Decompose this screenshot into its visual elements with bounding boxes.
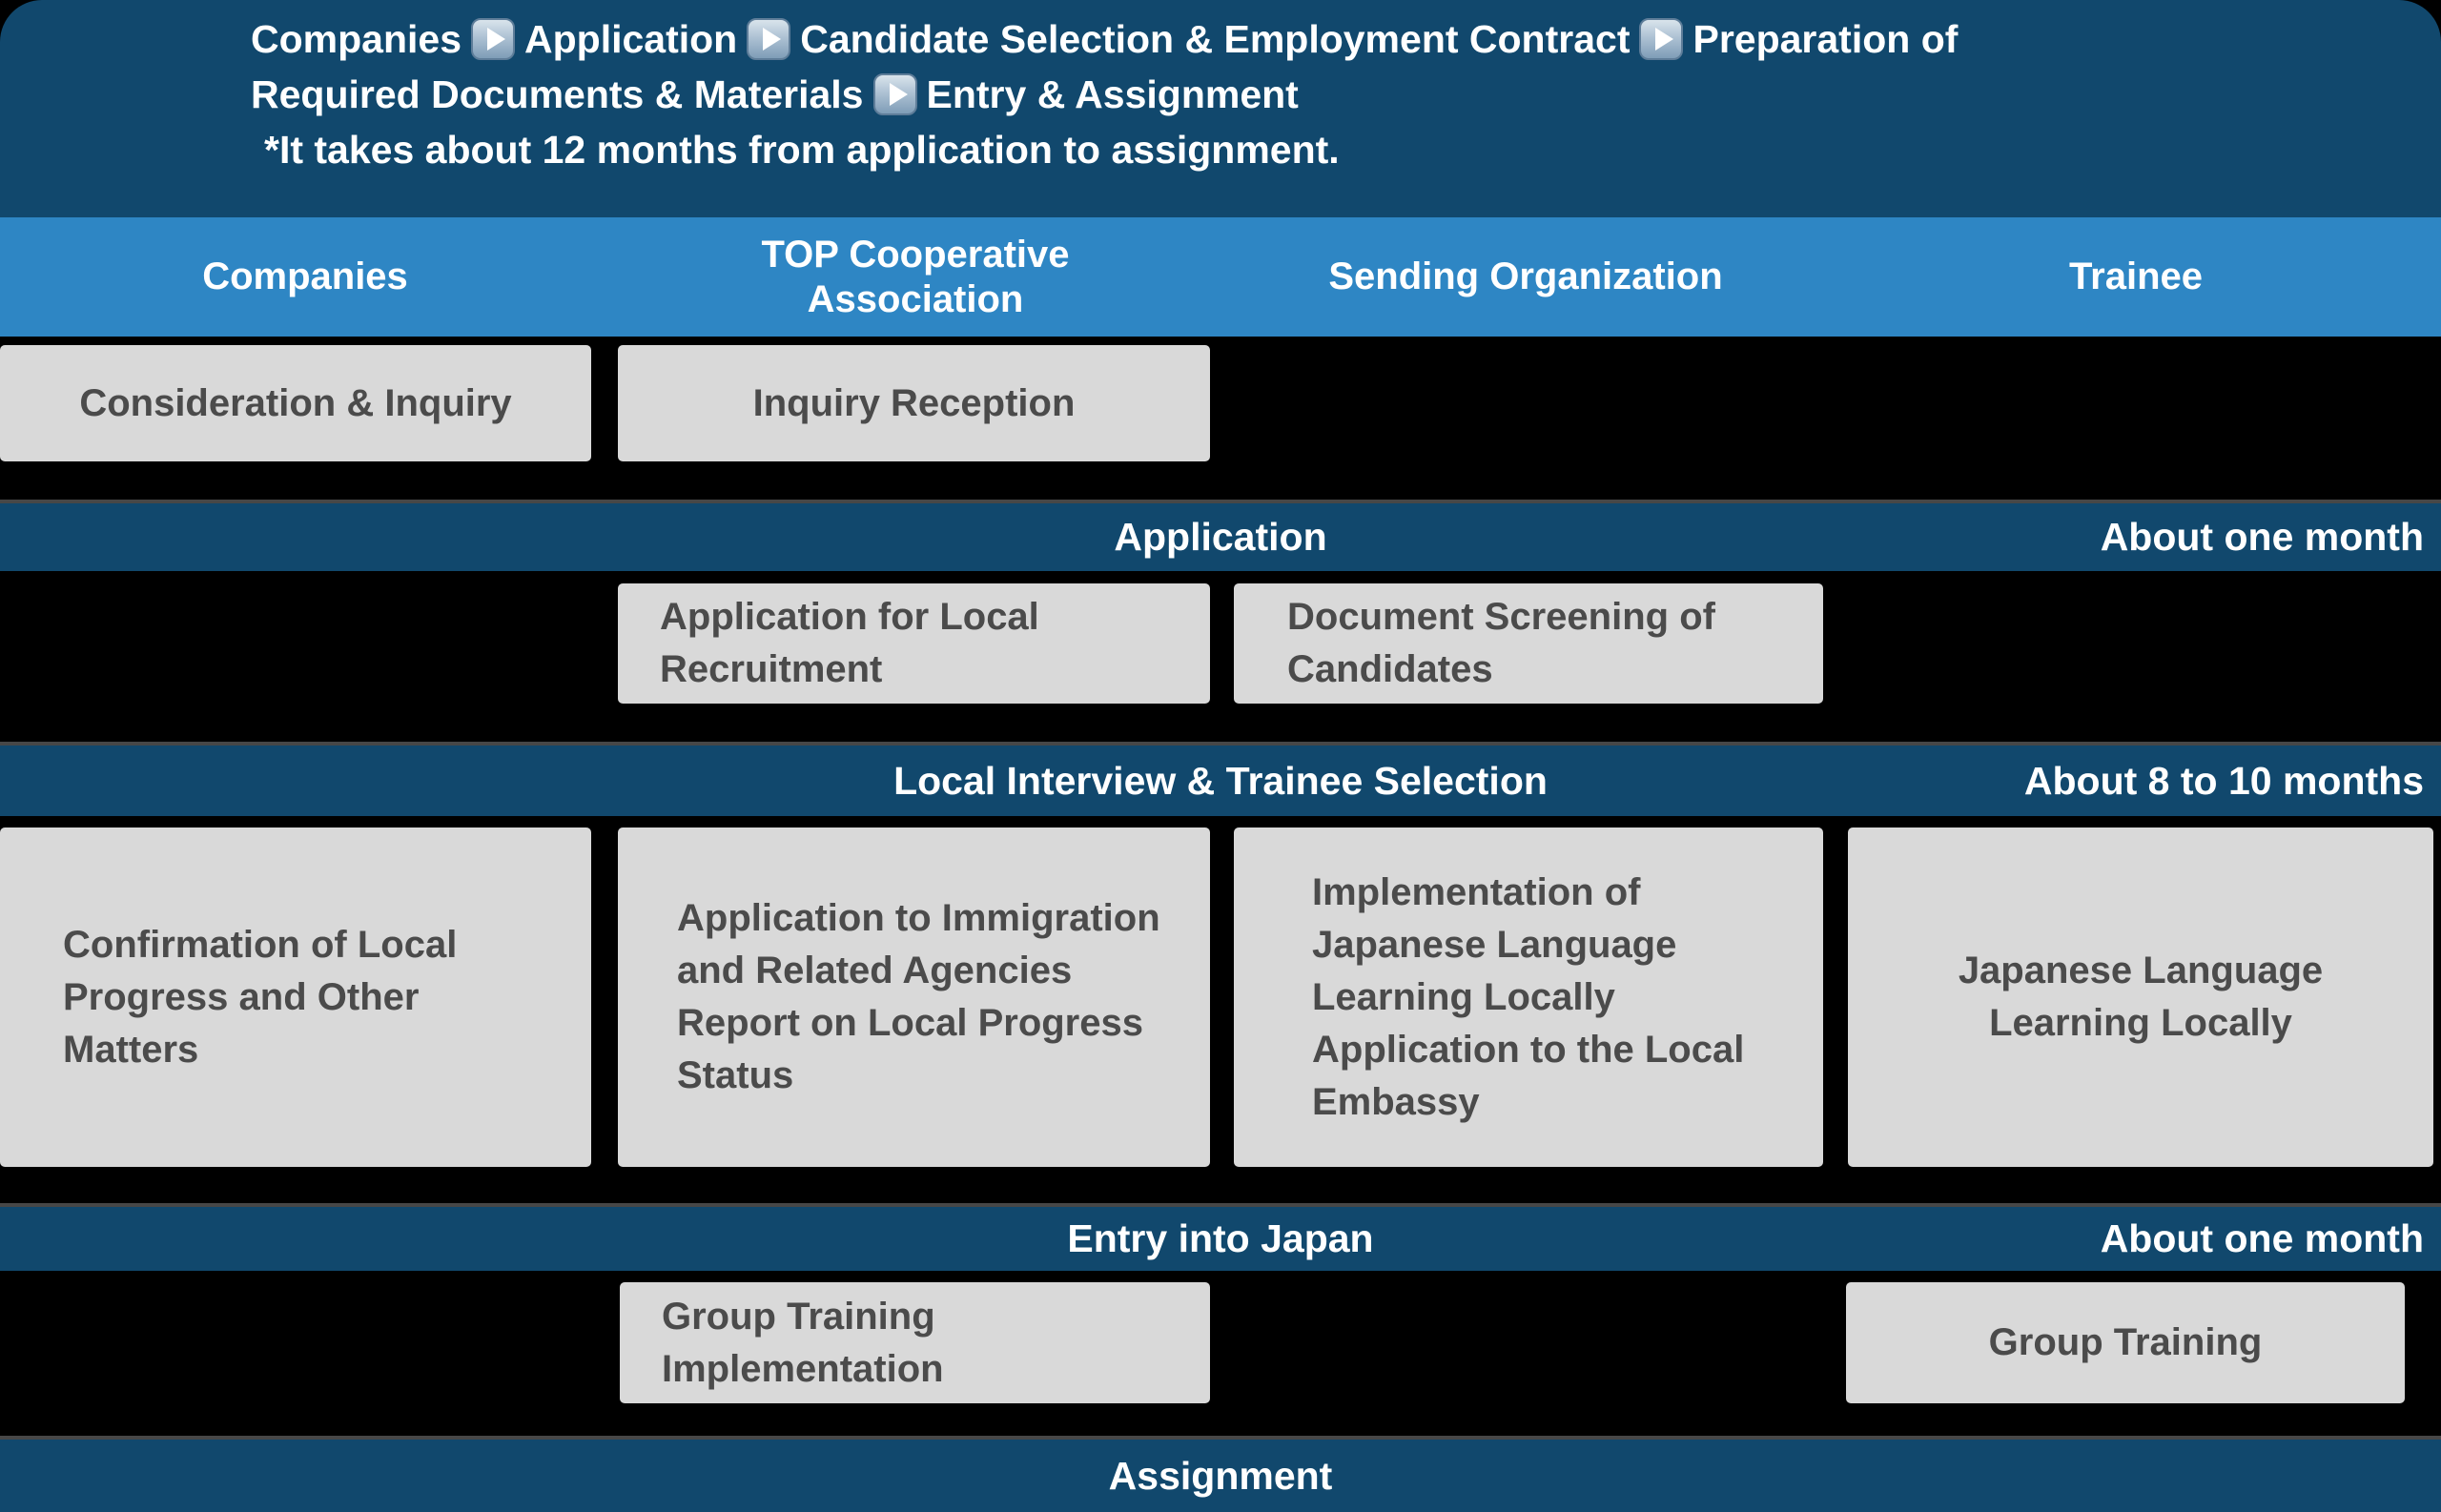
box-group-training: Group Training: [1846, 1282, 2405, 1403]
play-arrow-icon: [471, 18, 515, 60]
phase-title: Assignment: [1108, 1453, 1333, 1498]
summary-text: Companies Application Candidate Selection …: [251, 11, 1958, 177]
phase-band-application: Application About one month: [0, 500, 2441, 571]
step-application: Application: [524, 17, 738, 61]
phase-duration: About one month: [2100, 1216, 2424, 1260]
step-preparation-part2: Required Documents & Materials: [251, 72, 864, 116]
box-application-local-recruitment: Application for Local Recruitment: [618, 583, 1210, 704]
column-header-trainee: Trainee: [2068, 255, 2204, 297]
box-japanese-language-learning: Japanese Language Learning Locally: [1848, 828, 2433, 1167]
play-arrow-icon: [1639, 18, 1684, 60]
box-inquiry-reception: Inquiry Reception: [618, 345, 1210, 461]
duration-note: *It takes about 12 months from applicati…: [264, 128, 1340, 172]
box-document-screening: Document Screening of Candidates: [1234, 583, 1823, 704]
phase-band-entry-japan: Entry into Japan About one month: [0, 1203, 2441, 1271]
summary-line-1: Companies Application Candidate Selection …: [251, 11, 1958, 67]
box-consideration-inquiry: Consideration & Inquiry: [0, 345, 591, 461]
play-arrow-icon: [872, 73, 917, 115]
phase-title: Local Interview & Trainee Selection: [893, 758, 1548, 803]
column-header-top-cooperative: TOP Cooperative Association: [761, 233, 1070, 320]
box-language-learning-implementation: Implementation of Japanese Language Lear…: [1234, 828, 1823, 1167]
summary-line-2: Required Documents & Materials Entry & As…: [251, 67, 1958, 122]
box-immigration-application: Application to Immigration and Related A…: [618, 828, 1210, 1167]
column-header-sending-org: Sending Organization: [1328, 255, 1723, 297]
column-header-companies: Companies: [202, 255, 408, 297]
box-confirmation-local-progress: Confirmation of Local Progress and Other…: [0, 828, 591, 1167]
phase-title: Application: [1114, 515, 1327, 559]
box-group-training-implementation: Group Training Implementation: [620, 1282, 1210, 1403]
phase-band-interview-selection: Local Interview & Trainee Selection Abou…: [0, 742, 2441, 816]
play-arrow-icon: [747, 18, 791, 60]
step-preparation-part1: Preparation of: [1692, 17, 1959, 61]
step-entry-assignment: Entry & Assignment: [926, 72, 1299, 116]
phase-band-assignment: Assignment: [0, 1436, 2441, 1512]
step-candidate-selection: Candidate Selection & Employment Contrac…: [800, 17, 1631, 61]
actor-header-band: Companies TOP Cooperative Association Se…: [0, 217, 2441, 337]
phase-title: Entry into Japan: [1067, 1216, 1374, 1260]
summary-header: Companies Application Candidate Selection …: [0, 0, 2441, 217]
step-companies: Companies: [251, 17, 462, 61]
phase-duration: About 8 to 10 months: [2023, 758, 2424, 803]
phase-duration: About one month: [2100, 515, 2424, 559]
